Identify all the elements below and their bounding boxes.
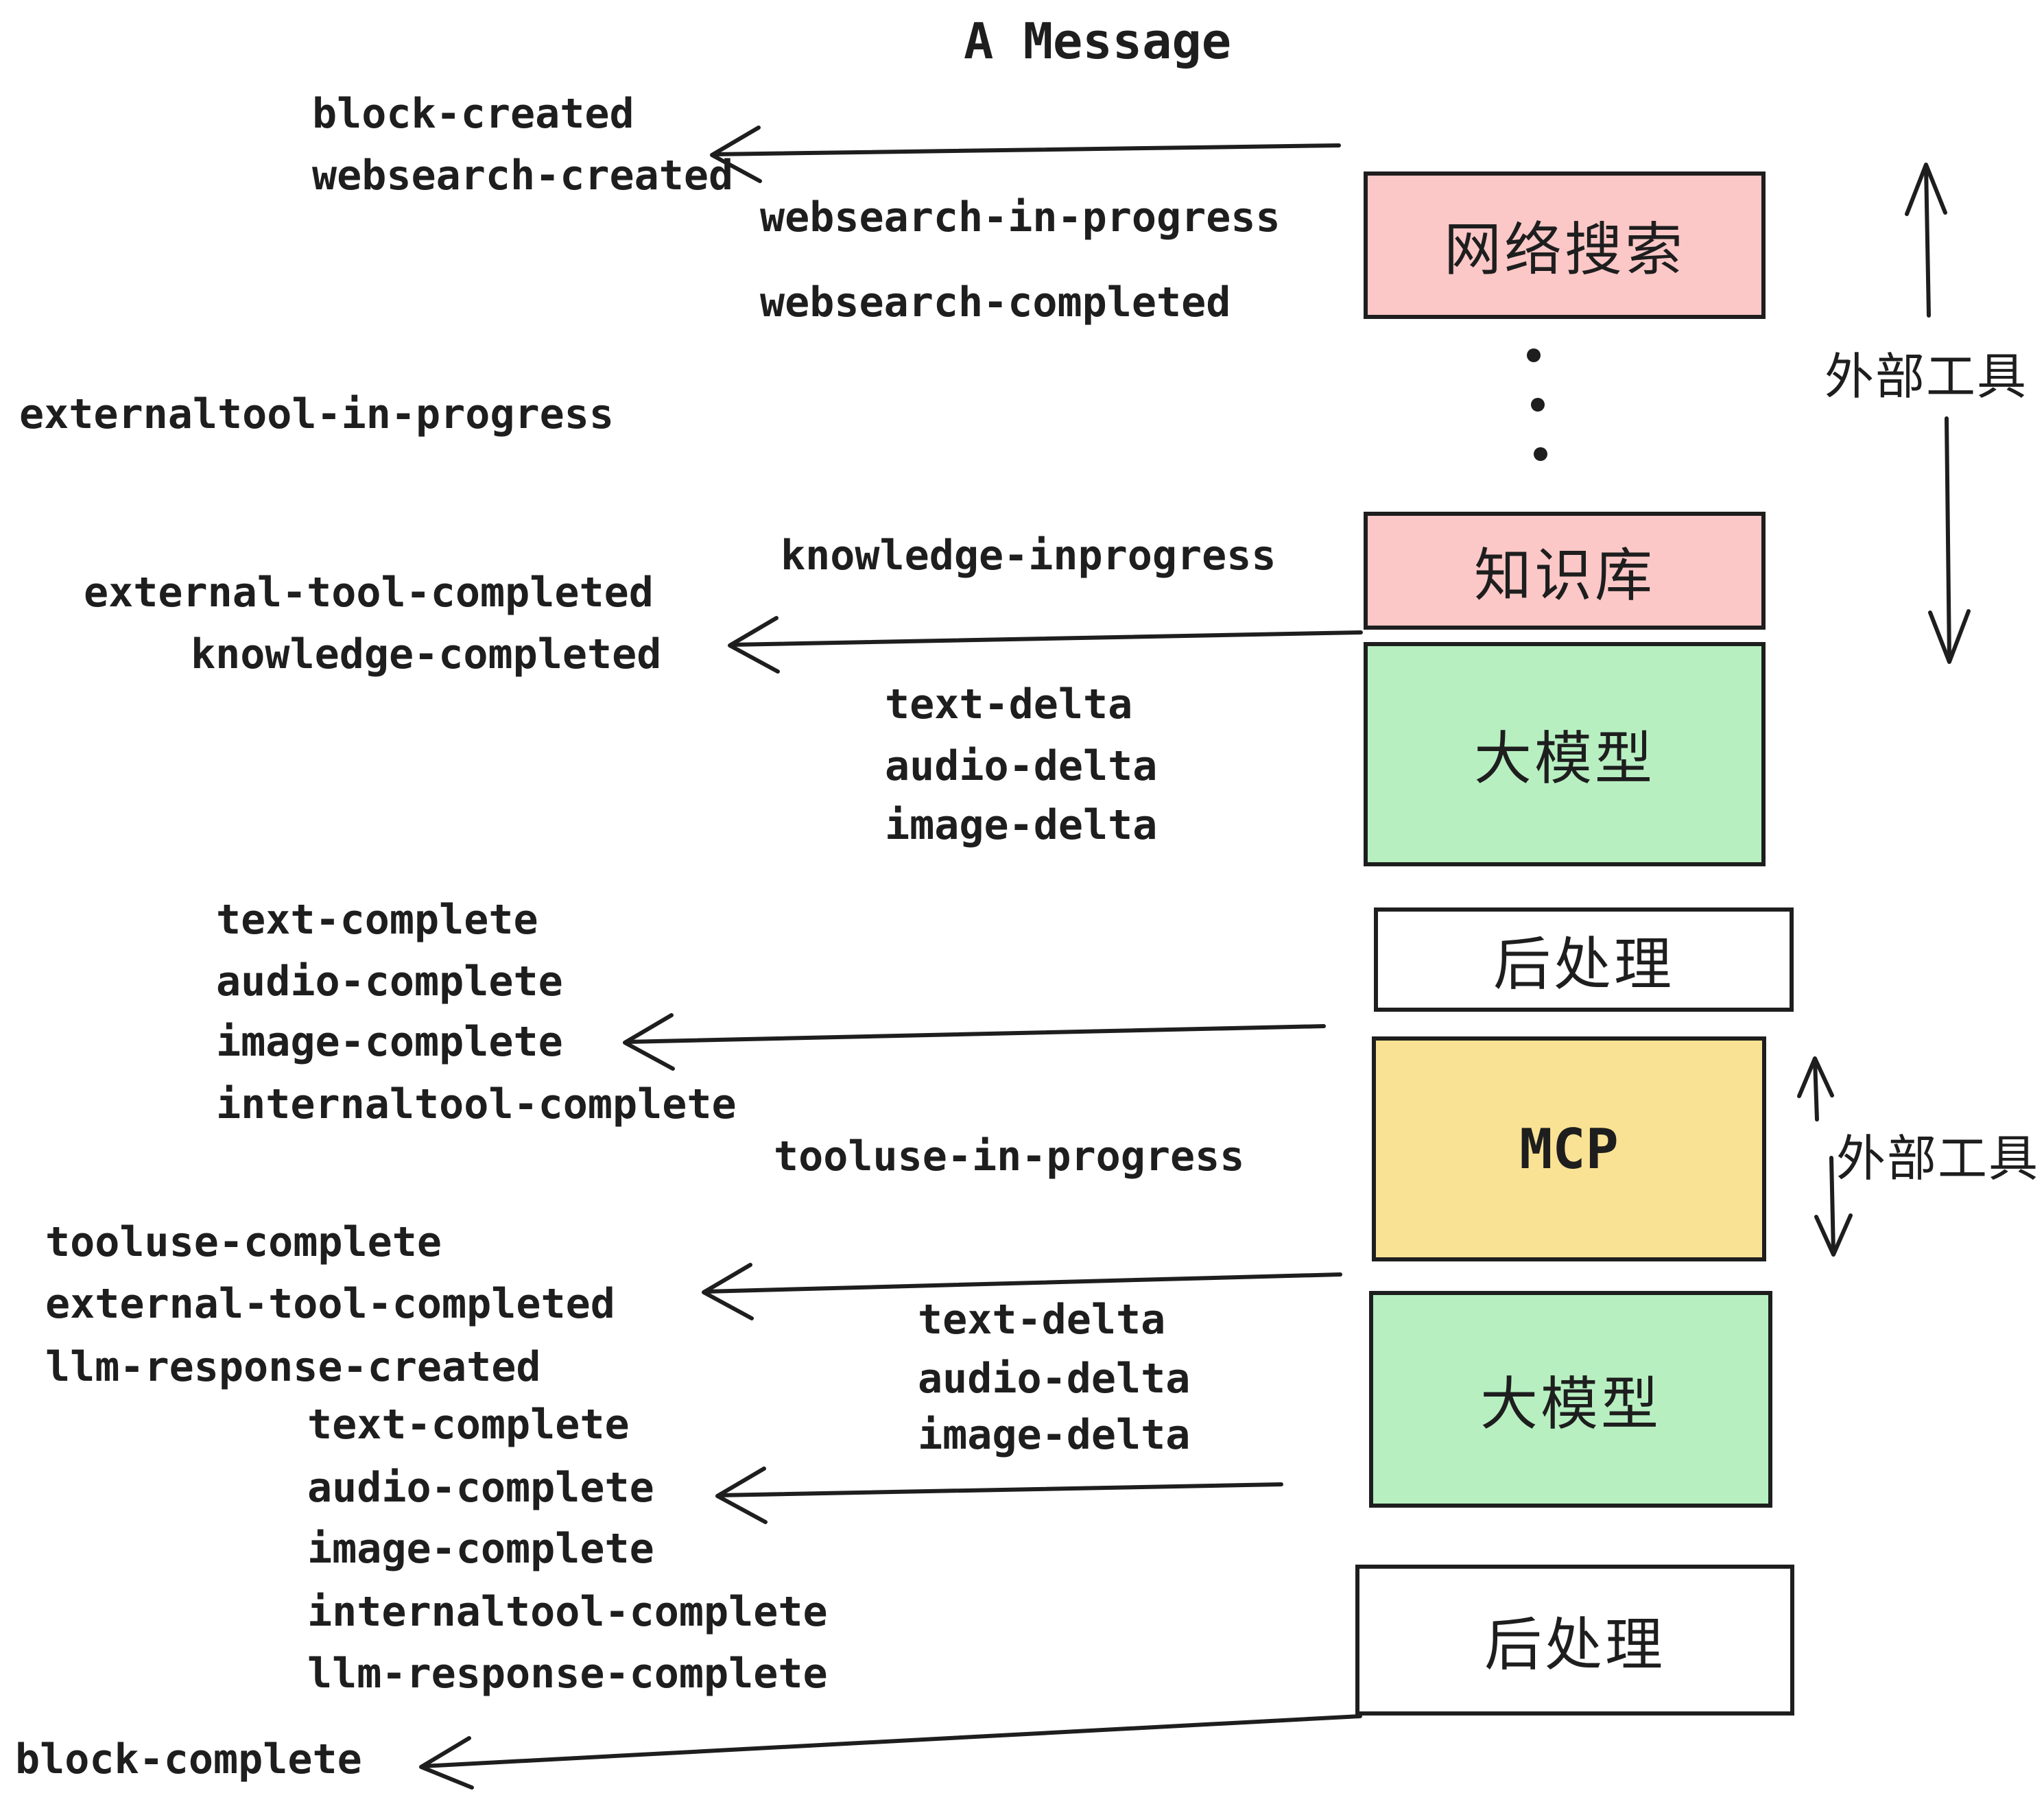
box-llm-top-label: 大模型 [1473,725,1655,792]
event-external-tool-completed-bottom: external-tool-completed [45,1280,615,1328]
box-mcp: MCP [1372,1036,1766,1261]
page-title: A Message [964,12,1232,70]
box-llm-bottom: 大模型 [1369,1291,1772,1508]
box-postprocess-top-label: 后处理 [1493,930,1674,998]
box-llm-bottom-label: 大模型 [1479,1370,1661,1438]
event-audio-delta-bottom: audio-delta [918,1355,1191,1403]
event-externaltool-in-progress: externaltool-in-progress [19,390,614,438]
box-llm-top: 大模型 [1364,642,1766,866]
event-external-tool-completed-top: external-tool-completed [84,569,654,617]
ellipsis-dots [1527,348,1547,461]
external-tools-label-bottom: 外部工具 [1836,1130,2040,1187]
event-image-complete-top: image-complete [216,1018,563,1066]
event-image-complete-bottom: image-complete [307,1525,654,1573]
event-audio-complete-top: audio-complete [216,958,563,1006]
arrow-to-block-complete [419,1714,1362,1790]
event-block-created: block-created [312,90,634,138]
external-tools-top-down-arrow [1928,416,1971,664]
box-websearch-label: 网络搜索 [1443,216,1685,283]
box-mcp-label: MCP [1519,1117,1619,1181]
arrow-to-audio-complete [715,1467,1283,1524]
box-postprocess-bottom: 后处理 [1355,1565,1794,1716]
box-postprocess-bottom-label: 后处理 [1484,1611,1665,1678]
arrow-to-websearch-created [710,126,1341,183]
event-internaltool-complete-bottom: internaltool-complete [307,1588,828,1636]
event-knowledge-inprogress: knowledge-inprogress [781,532,1276,580]
box-knowledge: 知识库 [1364,512,1766,630]
box-knowledge-label: 知识库 [1473,541,1655,609]
event-websearch-completed: websearch-completed [760,278,1231,327]
box-websearch: 网络搜索 [1364,171,1766,319]
event-websearch-created: websearch-created [312,152,734,200]
event-websearch-in-progress: websearch-in-progress [760,193,1281,241]
event-text-complete-bottom: text-complete [307,1401,630,1449]
event-image-delta-bottom: image-delta [918,1411,1191,1459]
event-llm-response-complete: llm-response-complete [307,1650,828,1698]
external-tools-label-top: 外部工具 [1825,348,2028,405]
external-tools-bottom-up-arrow [1797,1056,1834,1121]
event-knowledge-completed: knowledge-completed [191,630,662,678]
arrow-to-knowledge-completed [728,616,1363,674]
event-block-complete: block-complete [15,1735,362,1783]
event-image-delta-top: image-delta [885,801,1158,849]
box-postprocess-top: 后处理 [1374,907,1794,1012]
arrow-to-image-complete [623,1013,1326,1071]
event-text-delta-bottom: text-delta [918,1296,1166,1344]
event-tooluse-in-progress: tooluse-in-progress [774,1132,1245,1180]
event-internaltool-complete-top: internaltool-complete [216,1080,737,1128]
event-tooluse-complete: tooluse-complete [45,1218,442,1266]
event-text-delta-top: text-delta [885,680,1133,728]
external-tools-top-up-arrow [1905,163,1947,318]
event-audio-delta-top: audio-delta [885,742,1158,790]
event-audio-complete-bottom: audio-complete [307,1464,654,1512]
event-text-complete-top: text-complete [216,896,538,944]
event-llm-response-created: llm-response-created [45,1343,541,1391]
